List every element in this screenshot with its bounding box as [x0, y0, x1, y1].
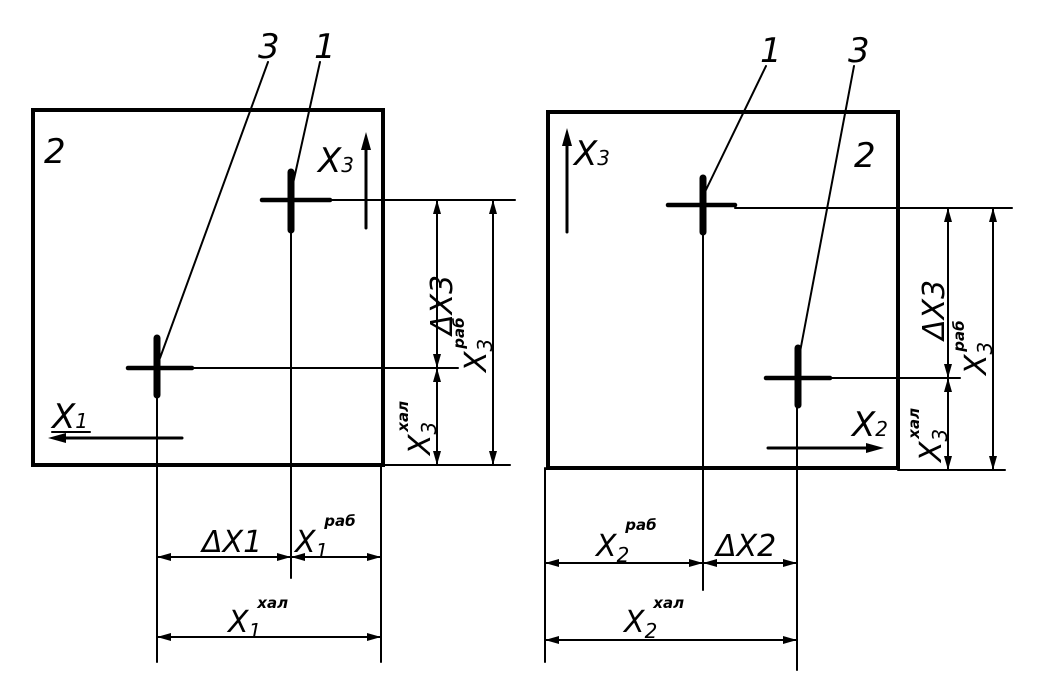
- right-dim-delta-x2-arrow-right: [783, 559, 797, 567]
- left-dim-x3-rab-arrow-bottom: [489, 451, 497, 465]
- left-x3-label: X3: [316, 141, 354, 181]
- left-dim-delta-x3-arrow-bottom: [433, 354, 441, 368]
- right-dim-delta-x3-arrow-bottom: [944, 364, 952, 378]
- left-workpiece-label: 2: [44, 132, 66, 172]
- left-leader-1-number: 1: [314, 27, 336, 67]
- right-leader-3-number: 3: [848, 31, 870, 71]
- left-x3-hal-label: X3хал: [394, 401, 441, 457]
- right-x3-rab-label: X3раб: [950, 320, 997, 377]
- left-leader-1-line: [291, 61, 321, 189]
- right-dim-x3-rab-arrow-bottom: [989, 456, 997, 470]
- right-delta-x2-label: ΔX2: [714, 529, 776, 564]
- right-dim-delta-x2-arrow-left: [703, 559, 717, 567]
- right-figure: 2 1 3 X3 X2 ΔX3 X3хал: [544, 31, 1013, 671]
- left-dim-x1-rab-arrow-right: [367, 553, 381, 561]
- left-leader-3-line: [159, 61, 269, 359]
- left-dim-x3-hal-arrow-bottom: [433, 451, 441, 465]
- left-dim-delta-x1-arrow-left: [157, 553, 171, 561]
- right-dim-x3-hal-arrow-top: [944, 378, 952, 392]
- left-x1-label: X1: [50, 397, 88, 437]
- right-x3-label: X3: [572, 134, 610, 174]
- left-dim-delta-x1-arrow-right: [277, 553, 291, 561]
- right-workpiece-label: 2: [854, 136, 876, 176]
- left-dim-x1-rab-arrow-left: [291, 553, 305, 561]
- right-dim-delta-x3-arrow-top: [944, 208, 952, 222]
- left-delta-x3-label: ΔX3: [425, 275, 460, 337]
- left-x3-rab-label: X3раб: [450, 317, 497, 374]
- left-delta-x1-label: ΔX1: [200, 525, 262, 560]
- right-leader-1-line: [702, 65, 767, 197]
- right-x3-arrow-icon: [562, 128, 572, 146]
- right-dim-x2-rab-arrow-left: [545, 559, 559, 567]
- left-dim-delta-x3-arrow-top: [433, 200, 441, 214]
- right-workpiece-outline: [546, 110, 900, 470]
- right-x2-label: X2: [850, 405, 888, 445]
- right-dim-x2-rab-arrow-right: [689, 559, 703, 567]
- right-delta-x3-label: ΔX3: [917, 280, 952, 342]
- right-x3-hal-label: X3хал: [905, 408, 952, 464]
- left-x1-arrow-icon: [48, 433, 66, 443]
- left-x1-hal-label: X1хал: [226, 594, 288, 643]
- left-dim-x1-hal-arrow-left: [157, 633, 171, 641]
- left-x1-rab-label: X1раб: [293, 512, 356, 563]
- left-workpiece-outline: [31, 108, 385, 467]
- right-dim-x3-hal-arrow-bottom: [944, 456, 952, 470]
- left-x3-arrow-icon: [361, 132, 371, 150]
- right-dim-x3-rab-arrow-top: [989, 208, 997, 222]
- right-x2-arrow-icon: [866, 443, 884, 453]
- left-dim-x1-hal-arrow-right: [367, 633, 381, 641]
- right-dim-x2-hal-arrow-left: [545, 636, 559, 644]
- left-dim-x3-rab-arrow-top: [489, 200, 497, 214]
- right-x2-rab-label: X2раб: [594, 516, 657, 567]
- left-figure: 2 3 1 X3 X1 ΔX3 X3: [31, 27, 516, 663]
- right-x2-hal-label: X2хал: [622, 594, 684, 643]
- right-leader-1-number: 1: [760, 31, 782, 71]
- left-leader-3-number: 3: [258, 27, 280, 67]
- right-dim-x2-hal-arrow-right: [783, 636, 797, 644]
- left-dim-x3-hal-arrow-top: [433, 368, 441, 382]
